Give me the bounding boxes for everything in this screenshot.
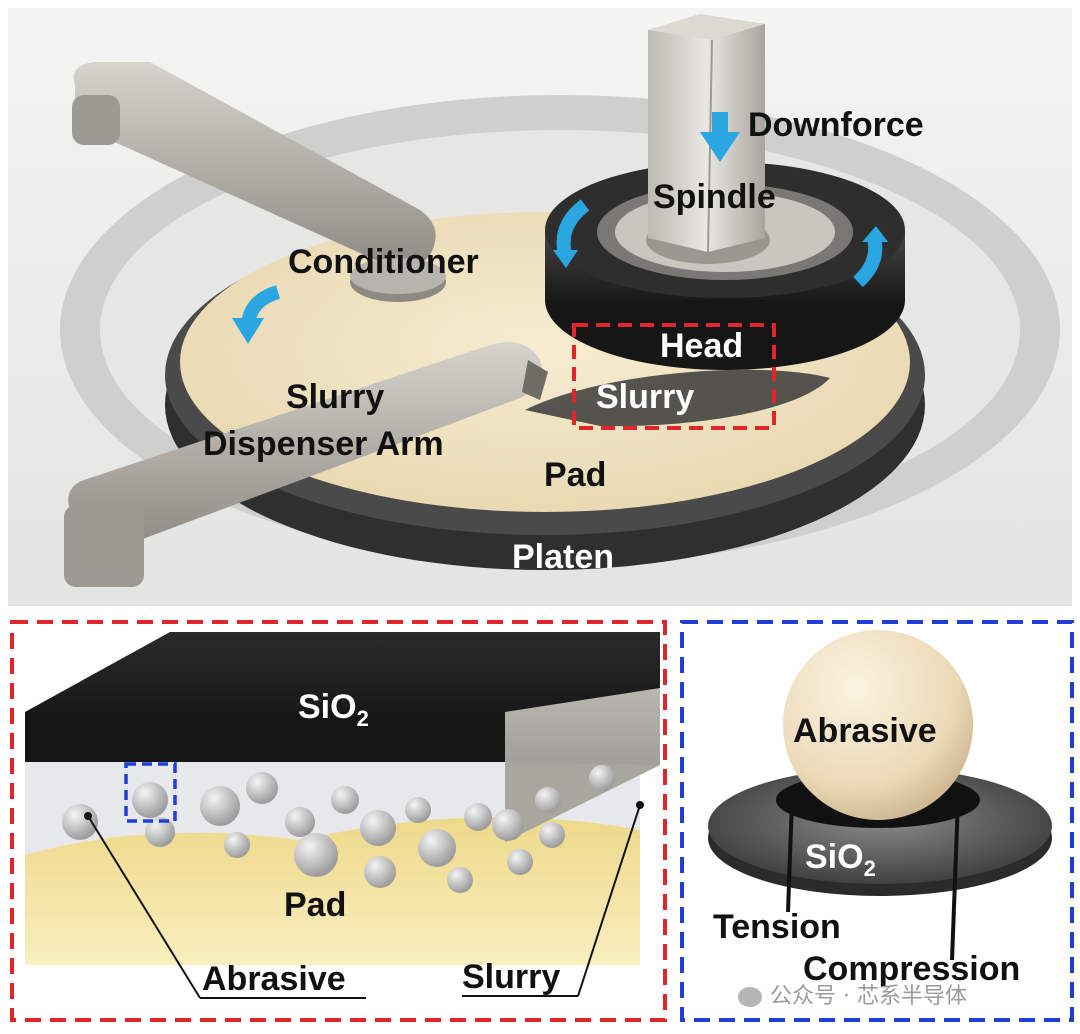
label-tension: Tension <box>713 908 841 946</box>
conditioner-arm <box>73 62 436 269</box>
label-compression: Compression <box>803 950 1021 988</box>
sio2-disc-subscript: 2 <box>863 855 876 881</box>
conditioner-disk-top <box>350 258 446 294</box>
sio2-base: SiO <box>298 688 357 726</box>
label-slurry-highlight: Slurry <box>596 378 695 416</box>
label-abrasive-left: Abrasive <box>202 960 346 998</box>
label-slurry-arm-line2: Dispenser Arm <box>203 425 444 463</box>
stress-arrows <box>786 799 960 961</box>
label-slurry-left: Slurry <box>462 958 561 996</box>
slurry-dispenser-arm <box>68 342 542 546</box>
sio2-subscript: 2 <box>356 705 369 731</box>
label-sio2-disc: SiO2 <box>805 838 876 882</box>
slurry-nozzle <box>522 360 548 400</box>
label-platen: Platen <box>512 538 615 576</box>
downforce-arrow <box>700 112 740 162</box>
conditioner-arm-post <box>72 95 120 145</box>
abrasive-particles <box>62 765 615 893</box>
label-conditioner: Conditioner <box>288 243 479 281</box>
wechat-icon <box>738 987 762 1007</box>
spindle-cap <box>648 14 765 40</box>
label-spindle: Spindle <box>653 178 776 216</box>
label-pad-layer: Pad <box>284 886 347 924</box>
label-sio2-block: SiO2 <box>298 688 369 732</box>
label-abrasive-right: Abrasive <box>793 712 937 750</box>
slurry-film <box>525 369 830 427</box>
pad-layer <box>25 817 640 965</box>
abrasive-zoom-box <box>124 762 177 823</box>
slurry-arm-post <box>64 505 144 587</box>
label-pad: Pad <box>544 456 607 494</box>
watermark-text: 公众号 · 芯系半导体 <box>770 984 967 1009</box>
label-slurry-arm-line1: Slurry <box>286 378 385 416</box>
abrasive-sphere <box>783 630 973 820</box>
sio2-disc-base: SiO <box>805 838 864 876</box>
slurry-highlight-box <box>572 323 776 430</box>
leader-lines <box>87 804 641 999</box>
sio2-block-front <box>25 712 505 762</box>
label-downforce: Downforce <box>748 106 924 144</box>
watermark: 公众号 · 芯系半导体 <box>738 978 967 1010</box>
label-head: Head <box>660 327 744 365</box>
